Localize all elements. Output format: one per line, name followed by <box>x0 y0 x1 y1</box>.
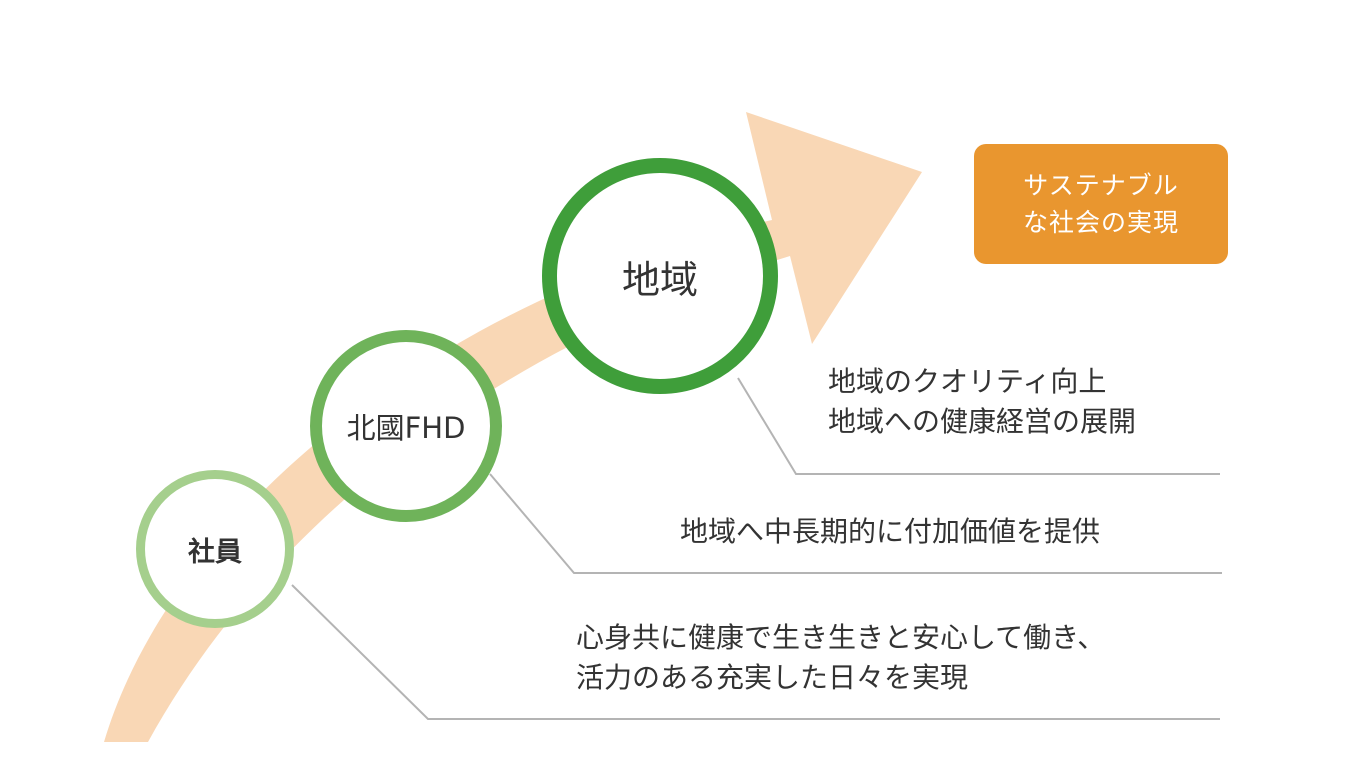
leader-line-region <box>737 377 1220 475</box>
circle-company: 北國FHD <box>310 330 502 522</box>
goal-box: サステナブル な社会の実現 <box>974 144 1228 264</box>
leader-line-employee <box>291 584 1220 720</box>
circle-company-label: 北國FHD <box>346 411 466 445</box>
goal-line-1: サステナブル <box>1023 170 1179 200</box>
region-description-line-2: 地域への健康経営の展開 <box>828 404 1137 438</box>
goal-line-2: な社会の実現 <box>1022 208 1179 237</box>
region-description-line-1: 地域のクオリティ向上 <box>828 365 1107 398</box>
region-description: 地域のクオリティ向上 地域への健康経営の展開 <box>828 362 1136 442</box>
employee-description-line-1: 心身共に健康で生き生きと安心して働き、 <box>576 621 1106 654</box>
company-description-line-1: 地域へ中長期的に付加価値を提供 <box>680 515 1101 548</box>
circle-region: 地域 <box>542 158 778 394</box>
circle-employee-label: 社員 <box>188 536 242 568</box>
employee-description-line-2: 活力のある充実した日々を実現 <box>576 660 969 694</box>
employee-description: 心身共に健康で生き生きと安心して働き、 活力のある充実した日々を実現 <box>576 618 1105 698</box>
circle-employee: 社員 <box>136 470 294 628</box>
circle-region-label: 地域 <box>621 257 698 302</box>
company-description: 地域へ中長期的に付加価値を提供 <box>680 512 1100 552</box>
leader-line-company <box>489 473 1222 574</box>
